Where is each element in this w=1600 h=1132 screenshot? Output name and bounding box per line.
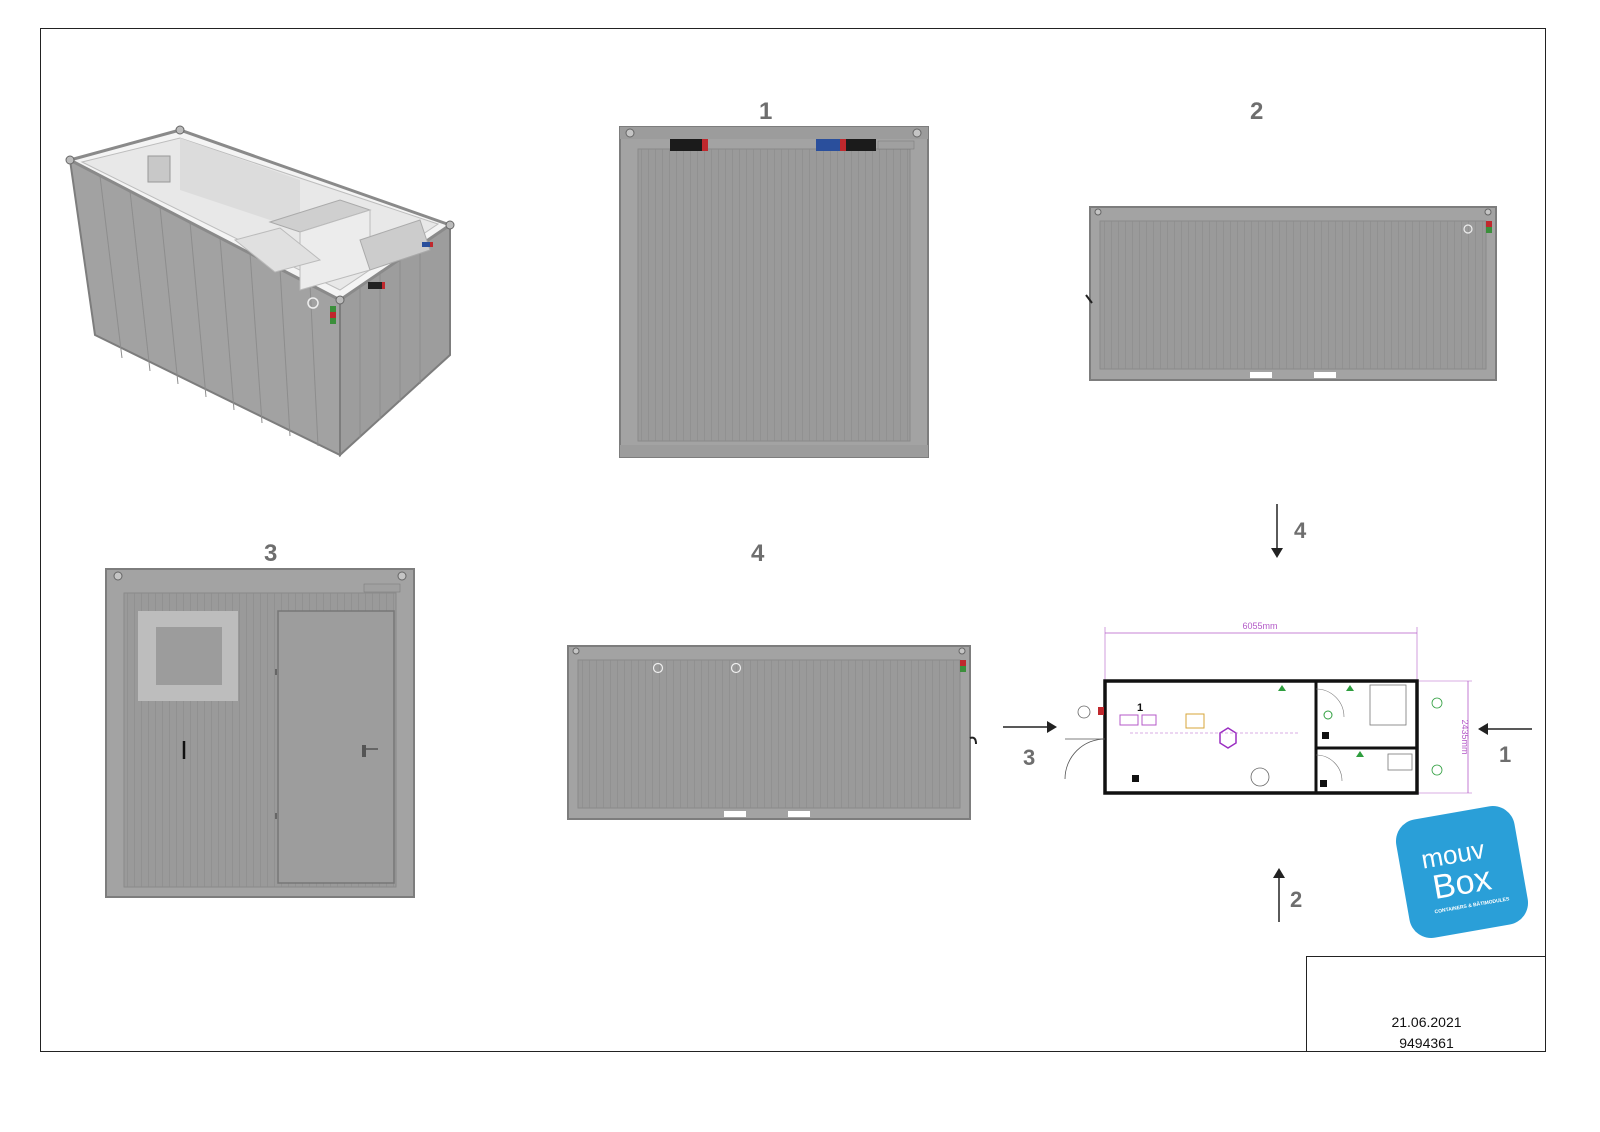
view-label-1: 1 <box>759 98 773 125</box>
arrow-label-left: 3 <box>1023 745 1036 770</box>
end-view-3 <box>105 568 415 898</box>
arrow-label-bottom: 2 <box>1290 887 1303 912</box>
end-view-1 <box>619 126 929 458</box>
view-label-4: 4 <box>751 540 765 567</box>
arrow-right <box>1478 723 1532 735</box>
drawing-number: 9494361 <box>1399 1035 1454 1051</box>
arrow-label-top: 4 <box>1294 518 1307 543</box>
plan-width-dim: 2435mm <box>1460 719 1470 754</box>
arrow-left <box>1003 721 1057 733</box>
plan-room-label: 1 <box>1137 702 1143 714</box>
drawing-date: 21.06.2021 <box>1391 1014 1462 1030</box>
view-label-3: 3 <box>264 540 278 567</box>
title-block: 21.06.2021 9494361 <box>1306 956 1546 1052</box>
arrow-label-right: 1 <box>1499 742 1512 767</box>
side-view-4 <box>567 645 977 820</box>
view-label-2: 2 <box>1250 98 1264 125</box>
floor-plan: 6055mm 2435mm 1 <box>1064 621 1472 795</box>
arrow-top <box>1271 504 1283 558</box>
drawing-frame <box>40 28 1546 1052</box>
iso-view <box>65 125 455 458</box>
mouvbox-logo: mouv Box CONTAINERS & BÂTIMODULES <box>1395 805 1529 939</box>
arrow-bottom <box>1273 868 1285 922</box>
side-view-2 <box>1085 206 1497 381</box>
plan-length-dim: 6055mm <box>1242 621 1277 631</box>
